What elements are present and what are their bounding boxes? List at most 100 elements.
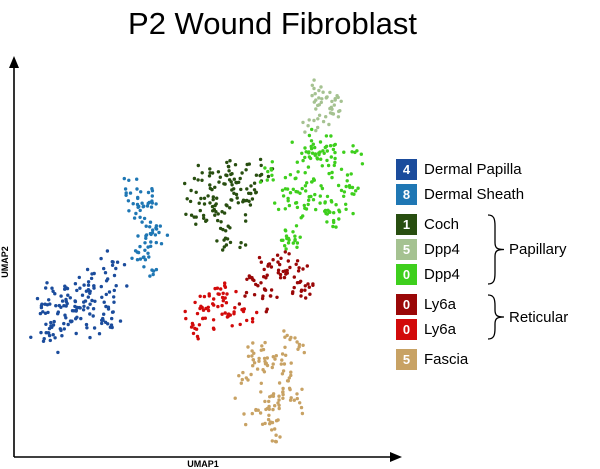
scatter-point <box>84 322 89 327</box>
scatter-point <box>213 185 217 189</box>
scatter-point <box>230 324 234 328</box>
scatter-point <box>247 162 251 166</box>
scatter-point <box>40 302 44 306</box>
scatter-point <box>283 207 287 211</box>
scatter-point <box>289 370 293 374</box>
scatter-point <box>270 394 274 398</box>
scatter-point <box>221 299 225 303</box>
scatter-point <box>114 284 118 288</box>
scatter-point <box>295 245 299 249</box>
scatter-point <box>224 203 228 207</box>
scatter-point <box>276 268 281 272</box>
scatter-point <box>211 195 215 199</box>
scatter-point <box>136 250 141 255</box>
scatter-point <box>233 163 238 167</box>
scatter-point <box>210 204 215 209</box>
scatter-point <box>295 241 300 245</box>
scatter-point <box>216 292 220 296</box>
scatter-point <box>273 439 278 444</box>
scatter-point <box>151 228 155 232</box>
scatter-point <box>265 363 270 368</box>
scatter-point <box>128 191 133 195</box>
scatter-point <box>225 292 229 296</box>
scatter-point <box>286 236 291 241</box>
scatter-point <box>321 119 326 124</box>
scatter-point <box>149 205 154 209</box>
scatter-point <box>259 281 263 285</box>
scatter-point <box>228 226 232 230</box>
scatter-point <box>204 306 208 311</box>
scatter-point <box>262 267 266 272</box>
scatter-point <box>316 125 320 130</box>
scatter-point <box>197 201 201 205</box>
scatter-point <box>283 175 288 180</box>
scatter-point <box>311 282 315 286</box>
scatter-point <box>201 308 206 312</box>
scatter-point <box>110 310 115 314</box>
scatter-point <box>334 225 338 229</box>
scatter-point <box>153 233 158 237</box>
scatter-point <box>291 241 295 245</box>
scatter-point <box>228 240 233 245</box>
scatter-point <box>45 303 50 307</box>
scatter-point <box>255 310 259 315</box>
scatter-point <box>134 211 138 216</box>
scatter-point <box>211 302 215 306</box>
legend-label: Dpp4 <box>424 241 460 258</box>
scatter-point <box>220 295 225 300</box>
scatter-point <box>138 244 142 249</box>
scatter-point <box>329 199 333 203</box>
legend-label: Coch <box>424 216 460 233</box>
scatter-point <box>344 207 348 211</box>
scatter-point <box>318 140 323 144</box>
scatter-point <box>325 220 329 224</box>
scatter-point <box>232 191 236 195</box>
scatter-point <box>86 283 91 287</box>
scatter-point <box>221 227 225 232</box>
scatter-point <box>266 174 271 179</box>
scatter-point <box>106 277 110 281</box>
scatter-point <box>275 253 280 257</box>
scatter-point <box>277 406 281 411</box>
scatter-point <box>228 206 232 210</box>
scatter-point <box>287 376 291 380</box>
scatter-point <box>200 178 204 182</box>
scatter-point <box>270 160 274 164</box>
scatter-point <box>332 163 336 168</box>
scatter-point <box>315 157 320 161</box>
scatter-point <box>38 311 43 316</box>
bracket-label: Reticular <box>509 308 569 326</box>
scatter-point <box>304 150 308 154</box>
scatter-point <box>311 177 316 181</box>
scatter-point <box>224 243 229 247</box>
scatter-point <box>252 293 257 297</box>
scatter-point <box>234 181 239 185</box>
scatter-point <box>330 107 334 111</box>
scatter-point <box>148 225 152 229</box>
scatter-point <box>158 224 162 228</box>
scatter-point <box>290 140 294 144</box>
scatter-point <box>274 433 278 437</box>
scatter-point <box>99 256 103 261</box>
scatter-point <box>325 158 329 163</box>
scatter-point <box>208 167 212 171</box>
scatter-point <box>263 166 267 170</box>
scatter-point <box>149 244 153 248</box>
scatter-point <box>309 139 314 143</box>
scatter-point <box>307 198 311 202</box>
scatter-point <box>250 411 254 416</box>
scatter-point <box>295 205 300 210</box>
scatter-point <box>216 304 220 309</box>
scatter-point <box>73 282 78 286</box>
scatter-point <box>299 289 303 293</box>
scatter-point <box>267 404 271 409</box>
scatter-point <box>259 381 263 385</box>
scatter-point <box>284 247 288 251</box>
legend-swatch: 4 <box>396 159 417 180</box>
scatter-point <box>329 155 333 159</box>
scatter-point <box>39 330 43 335</box>
scatter-point <box>301 214 305 218</box>
scatter-point <box>53 292 57 296</box>
legend-label: Dermal Sheath <box>424 186 525 203</box>
scatter-point <box>106 322 110 326</box>
